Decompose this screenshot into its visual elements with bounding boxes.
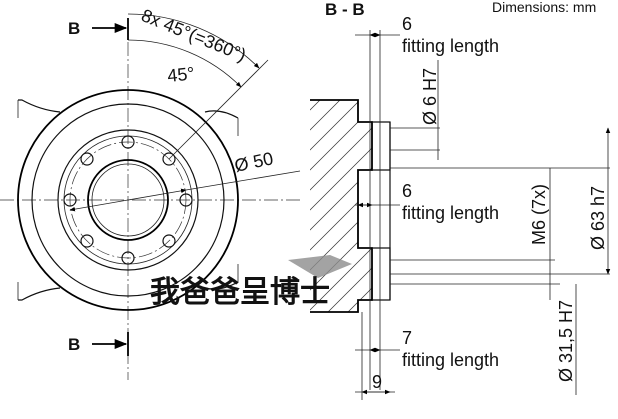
dim-mid-value: 6 bbox=[402, 181, 412, 201]
outer-body-circle bbox=[17, 89, 239, 311]
flange-ring-circle bbox=[57, 129, 199, 271]
body-arm-top-left bbox=[18, 99, 61, 113]
front-view: Ø 50 45° 8x 45°(=360°) B B bbox=[0, 5, 301, 380]
angle-45-arc bbox=[127, 39, 242, 88]
watermark: 我爸爸呈博士 bbox=[150, 255, 352, 310]
bolt-hole bbox=[121, 135, 135, 149]
bolt-circle-label: Ø 50 bbox=[233, 148, 275, 176]
dim-top-label: fitting length bbox=[402, 36, 499, 56]
watermark-text: 我爸爸呈博士 bbox=[150, 275, 330, 310]
body-arm-top-right bbox=[204, 110, 239, 119]
angle-ref-line bbox=[168, 59, 269, 160]
dim-outer-label: Ø 63 h7 bbox=[588, 186, 608, 250]
dim-hub-label: Ø 31,5 H7 bbox=[556, 300, 576, 382]
bolt-hole bbox=[80, 152, 94, 166]
dimensions-note: Dimensions: mm bbox=[492, 0, 596, 15]
dim-bottom-value: 7 bbox=[402, 328, 412, 348]
flange-bottom-part bbox=[372, 247, 391, 301]
dim-mid-label: fitting length bbox=[402, 203, 499, 223]
dim-bore-label: Ø 6 H7 bbox=[420, 68, 440, 125]
dim-top-value: 6 bbox=[402, 14, 412, 34]
body-arm-bottom-left bbox=[18, 287, 61, 301]
bolt-circle-dim-line bbox=[69, 188, 187, 212]
flange-outer-circle bbox=[31, 103, 225, 297]
bolt-hole bbox=[121, 251, 135, 265]
dim-width-label: 9 bbox=[372, 372, 382, 392]
dim-bottom-label: fitting length bbox=[402, 350, 499, 370]
section-view: B - B Dimensions: mm bbox=[310, 0, 611, 400]
flange-top-part bbox=[372, 121, 391, 171]
section-mark-bottom: B bbox=[68, 335, 80, 354]
section-body-outline bbox=[310, 99, 373, 313]
angle-callout-label: 8x 45°(=360°) bbox=[139, 5, 249, 65]
bolt-circle-leader bbox=[185, 170, 301, 191]
body-arm-bottom-right bbox=[204, 281, 239, 290]
bolt-hole bbox=[162, 234, 176, 248]
angle-single-label: 45° bbox=[166, 63, 195, 86]
bolt-hole bbox=[162, 152, 176, 166]
section-title: B - B bbox=[325, 0, 365, 19]
bolt-hole bbox=[80, 234, 94, 248]
angle-8x-arc bbox=[127, 13, 260, 69]
watermark-flag-icon bbox=[288, 255, 352, 278]
section-mark-top: B bbox=[68, 19, 80, 38]
dim-thread-label: M6 (7x) bbox=[529, 184, 549, 245]
